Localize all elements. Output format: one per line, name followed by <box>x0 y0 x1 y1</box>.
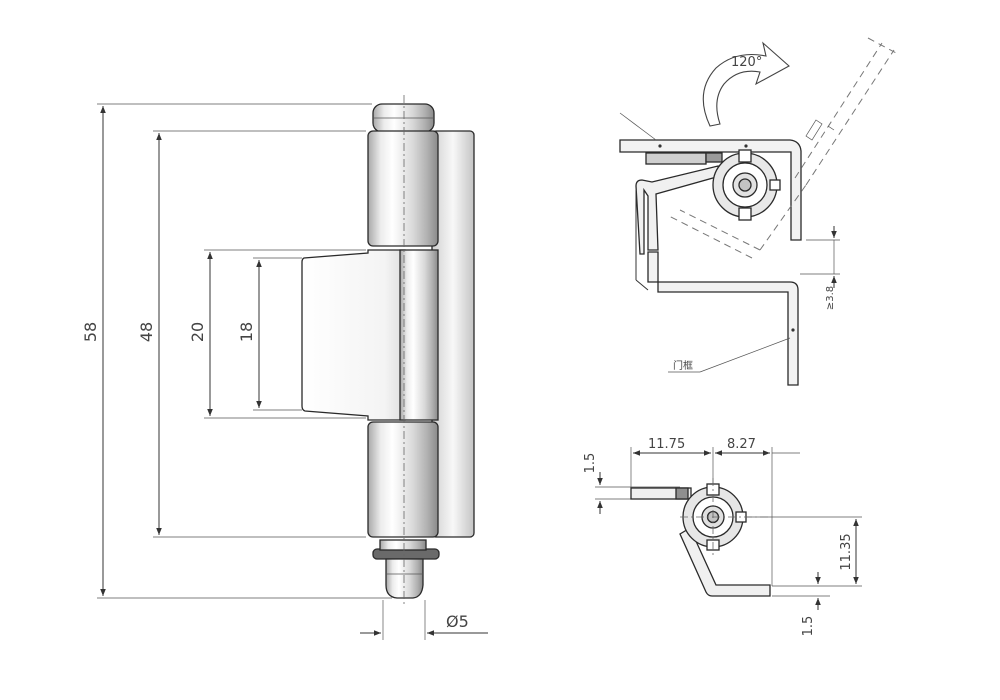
dim-offset: 11.35 <box>839 533 854 570</box>
section-upper-leaf <box>630 487 692 500</box>
dim-right-width: 8.27 <box>727 437 756 452</box>
door-open-position <box>666 37 899 259</box>
frame-label: 门框 <box>673 359 693 372</box>
top-view: 120° ≥3.8 门框 <box>619 37 899 386</box>
front-view: 58 48 20 18 Ø5 <box>81 95 488 640</box>
mounting-leaf <box>635 165 721 255</box>
knuckle-upper <box>367 130 439 247</box>
section-lower-leaf <box>679 527 771 597</box>
door-panel <box>619 139 802 241</box>
rotation-arrow-icon <box>702 41 790 127</box>
dim-pin-diameter: Ø5 <box>446 612 469 631</box>
knuckle-lower <box>367 421 439 538</box>
dim-total-height: 58 <box>81 322 100 342</box>
dim-left-width: 11.75 <box>648 437 685 452</box>
dim-leaf-height: 20 <box>188 322 207 342</box>
door-frame <box>647 251 799 386</box>
knuckle-middle <box>399 249 439 421</box>
pin-tip <box>385 558 424 599</box>
dim-thickness-bottom: 1.5 <box>801 616 816 637</box>
gap-dimension: ≥3.8 <box>825 286 836 310</box>
section-view: 11.75 8.27 1.5 11.35 1.5 <box>583 437 862 636</box>
rotation-angle-label: 120° <box>731 55 762 70</box>
hinge-leaf <box>301 249 406 421</box>
dim-body-height: 48 <box>137 322 156 342</box>
dim-thickness-top: 1.5 <box>583 453 598 474</box>
dim-leaf-inner: 18 <box>237 322 256 342</box>
